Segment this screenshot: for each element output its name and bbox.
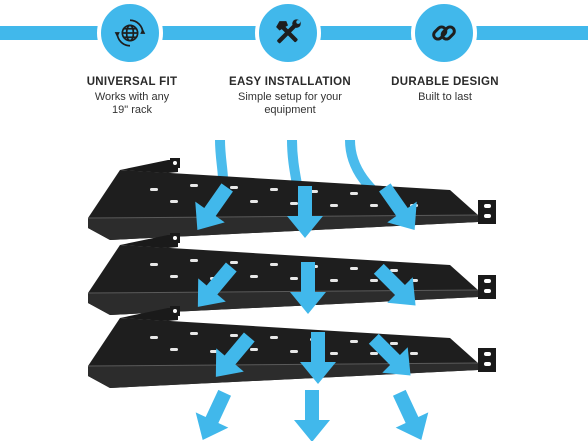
rack-shelf: [87, 232, 497, 316]
feature-description: Simple setup for your equipment: [210, 91, 370, 116]
feature-desc-line: Built to last: [418, 91, 472, 103]
chain-link-icon: [432, 25, 456, 41]
feature-title: UNIVERSAL FIT: [86, 76, 178, 88]
feature-durable-design: DURABLE DESIGN Built to last: [365, 76, 525, 104]
easy-installation-badge: [255, 0, 321, 66]
feature-title: DURABLE DESIGN: [391, 76, 499, 88]
rack-shelf: [87, 305, 497, 389]
feature-desc-line: equipment: [264, 103, 316, 116]
feature-desc-line: Works with any: [94, 91, 170, 103]
globe-icon: [114, 19, 146, 47]
feature-description: Built to last: [365, 91, 525, 104]
durable-design-badge: [411, 0, 477, 66]
airflow-arrow: [294, 390, 330, 441]
universal-fit-badge: [97, 0, 163, 66]
airflow-arrow: [186, 385, 241, 441]
feature-desc-line: Simple setup for your: [238, 91, 342, 103]
rack-shelves-illustration: [87, 140, 497, 441]
tools-icon: [276, 19, 301, 44]
feature-description: Works with any 19" rack: [52, 91, 212, 116]
feature-desc-line: 19" rack: [112, 103, 152, 116]
airflow-arrow: [383, 385, 438, 441]
feature-title: EASY INSTALLATION: [228, 76, 352, 88]
feature-universal-fit: UNIVERSAL FIT Works with any 19" rack: [52, 76, 212, 116]
feature-easy-installation: EASY INSTALLATION Simple setup for your …: [210, 76, 370, 116]
